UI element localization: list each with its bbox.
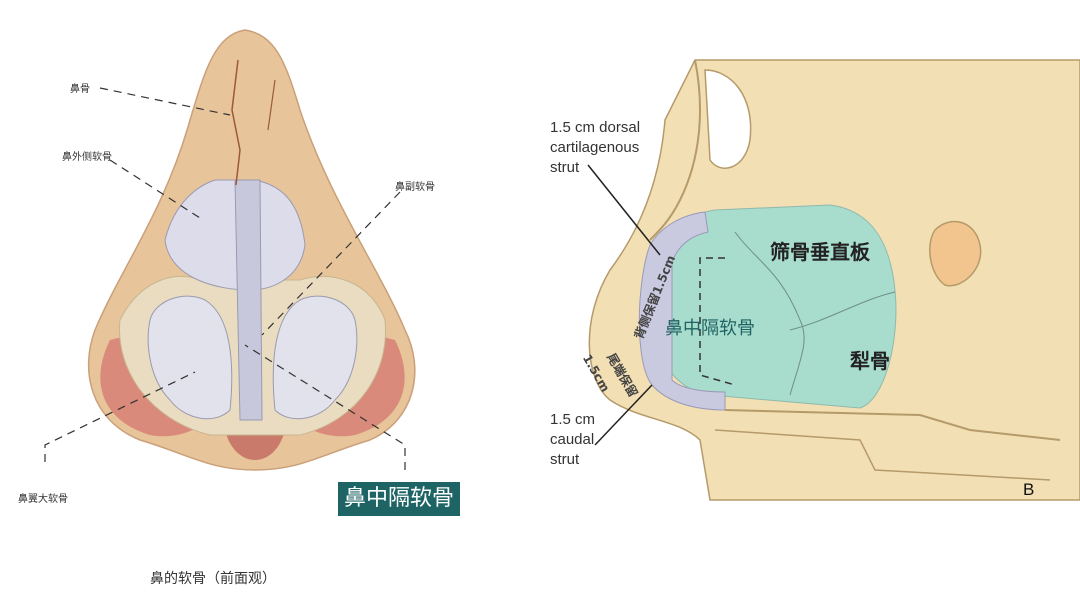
frontal-nose-panel: 鼻骨 鼻外侧软骨 鼻副软骨 鼻翼大软骨 鼻中隔软骨 鼻的软骨（前面观） bbox=[18, 29, 461, 587]
columella bbox=[225, 430, 285, 460]
septal-cartilage-label: 鼻中隔软骨 bbox=[665, 318, 755, 339]
frontal-nose-illustration bbox=[44, 29, 416, 471]
leader-lines bbox=[44, 87, 406, 470]
sphenoid-sinus bbox=[929, 220, 982, 287]
label-septal-cartilage-highlight: 鼻中隔软骨 bbox=[338, 482, 461, 516]
label-nasal-bone: 鼻骨 bbox=[70, 84, 90, 95]
ethmoid-plate-label: 筛骨垂直板 bbox=[770, 240, 870, 264]
leader-caudal-strut bbox=[594, 384, 653, 446]
figure-caption: 鼻的软骨（前面观） bbox=[150, 571, 276, 587]
alar-right-shape bbox=[272, 295, 358, 420]
caudal-strut-line-2: caudal bbox=[550, 431, 595, 448]
leader-alar bbox=[44, 371, 196, 462]
alar-left-shape bbox=[147, 295, 233, 420]
frontal-sinus bbox=[704, 69, 752, 169]
caudal-strut-label: 1.5 cm caudal strut bbox=[550, 410, 595, 470]
leader-dorsal-strut bbox=[587, 164, 661, 256]
septum-shape bbox=[234, 179, 263, 421]
vomer-label: 犁骨 bbox=[850, 349, 890, 373]
dorsal-strut-line-1: 1.5 cm dorsal bbox=[550, 119, 641, 136]
nasal-suture-2 bbox=[267, 79, 276, 131]
caudal-strut-line-1: 1.5 cm bbox=[550, 411, 596, 428]
maxilla bbox=[714, 429, 1051, 481]
nasal-bone-outline bbox=[649, 59, 701, 241]
palate bbox=[724, 409, 1061, 441]
dorsal-strut-line-2: cartilagenous bbox=[550, 139, 640, 156]
lateral-cartilage-shape bbox=[164, 179, 306, 291]
panel-letter: B bbox=[1023, 480, 1035, 499]
caudal-strut-line-3: strut bbox=[550, 451, 580, 468]
sagittal-septum-panel: 1.5 cm dorsal cartilagenous strut 1.5 cm… bbox=[500, 0, 1080, 606]
dorsal-strut-label: 1.5 cm dorsal cartilagenous strut bbox=[550, 118, 640, 178]
dorsal-strut-line-3: strut bbox=[550, 159, 580, 176]
label-lateral-cartilage: 鼻外侧软骨 bbox=[62, 152, 112, 163]
nasal-suture bbox=[231, 59, 241, 186]
septum-suture bbox=[734, 231, 805, 396]
strut-dashed-guide bbox=[699, 257, 736, 386]
label-accessory-cartilage: 鼻副软骨 bbox=[395, 182, 435, 193]
leader-accessory bbox=[261, 191, 401, 336]
vomer-suture bbox=[789, 291, 896, 331]
label-alar-cartilage: 鼻翼大软骨 bbox=[18, 494, 68, 505]
leader-lateral bbox=[109, 159, 201, 219]
sagittal-septum-illustration bbox=[587, 59, 1080, 501]
